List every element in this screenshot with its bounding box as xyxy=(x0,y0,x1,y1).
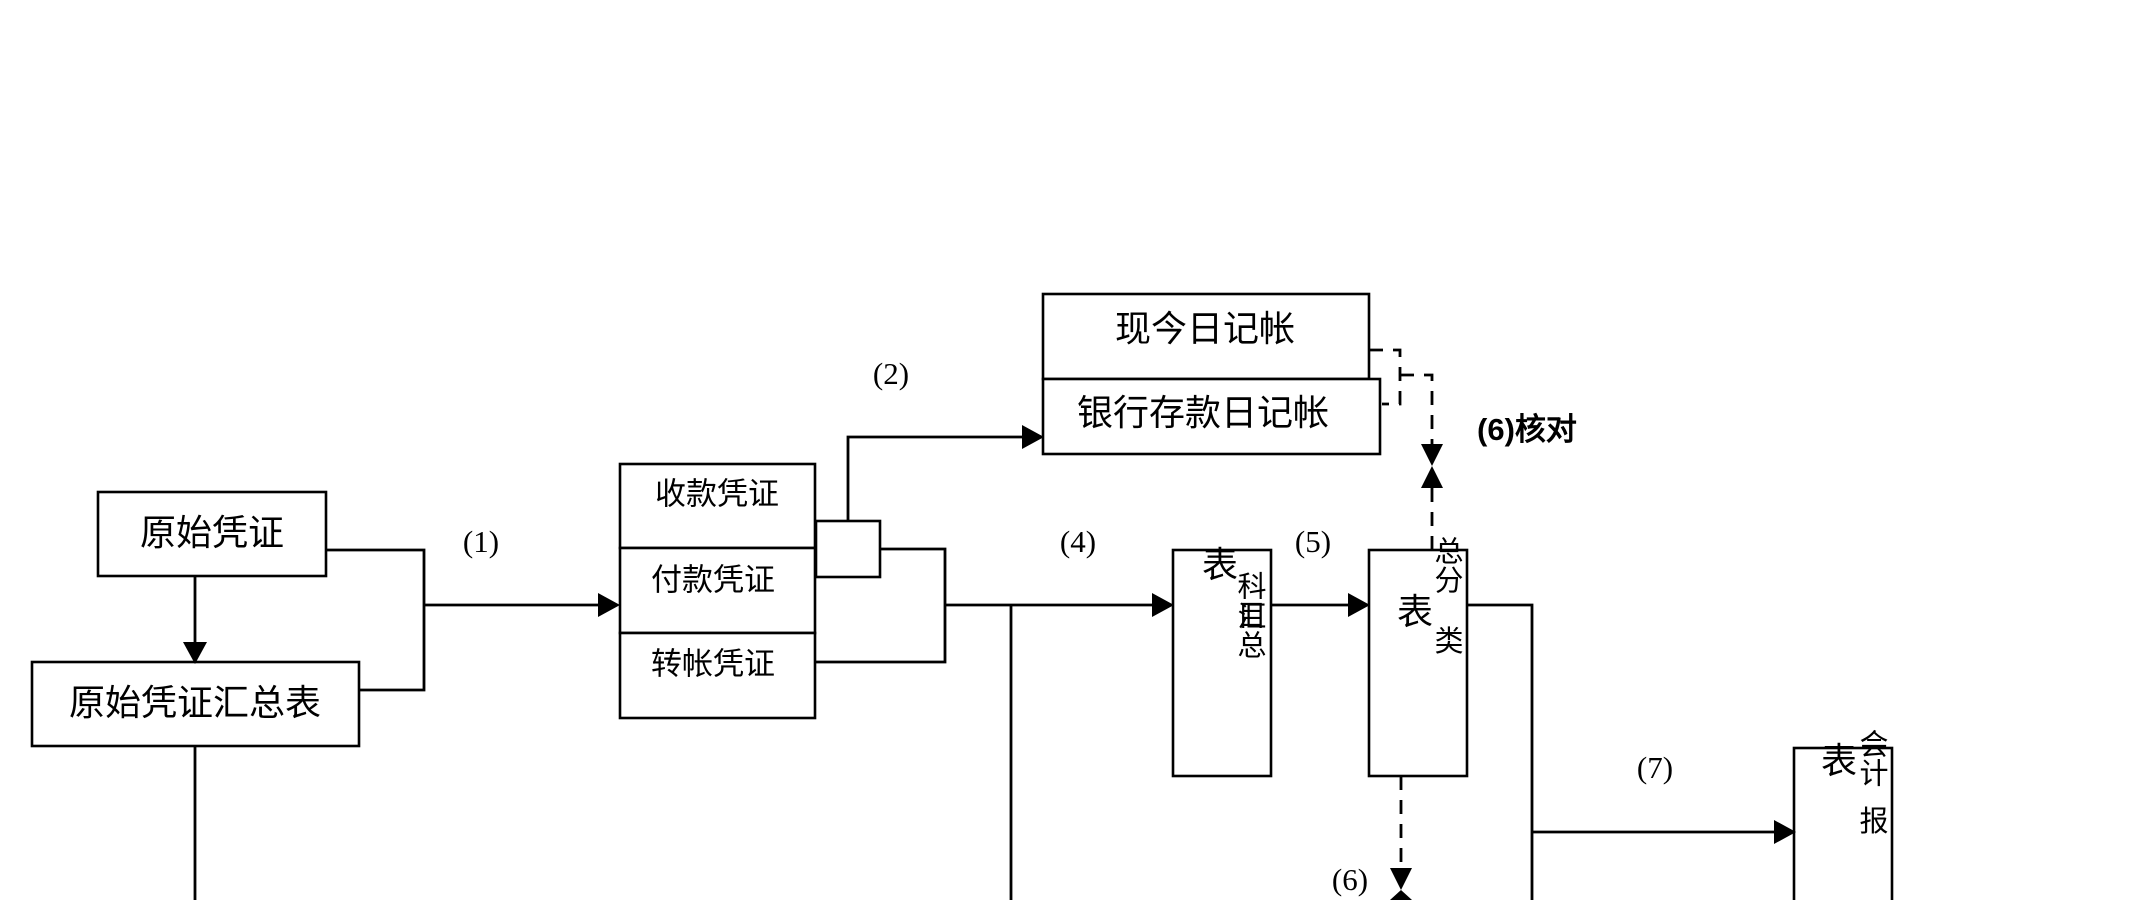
original-voucher-summary-box: 原始凭证汇总表 xyxy=(30,660,361,748)
account-summary-label-2: 科目 xyxy=(1233,571,1267,629)
general-ledger-label-3: 类 xyxy=(1430,625,1464,654)
step7-label: (7) xyxy=(1637,750,1673,785)
step4-label: (4) xyxy=(1060,524,1096,559)
general-ledger-label-2: 表 xyxy=(1397,592,1433,633)
original-voucher-box: 原始凭证 xyxy=(96,490,328,578)
step2-arrow-icon xyxy=(1022,425,1044,449)
step1-arrow-icon xyxy=(598,593,620,617)
account-summary-label-1: 表 xyxy=(1202,545,1238,586)
ledger-down-arrow-icon xyxy=(1390,868,1412,890)
general-ledger-box: 总分 表 类 xyxy=(1367,536,1469,778)
step6-check-label: (6)核对 xyxy=(1477,412,1577,447)
bank-journal-label: 银行存款日记帐 xyxy=(1077,393,1329,434)
step1-bracket xyxy=(326,548,426,692)
ledger-up-arrow-icon xyxy=(1390,890,1412,900)
transfer-voucher-box xyxy=(618,631,817,720)
connector-box xyxy=(814,519,882,579)
accounting-report-label-3: 报 xyxy=(1855,805,1889,834)
payment-voucher-label: 付款凭证 xyxy=(651,563,775,599)
voucher-stack: 收款凭证 付款凭证 转帐凭证 xyxy=(618,462,817,720)
accounting-report-label-1: 表 xyxy=(1821,741,1857,782)
step5-arrow-icon xyxy=(1348,593,1370,617)
original-voucher-label: 原始凭证 xyxy=(140,513,284,554)
bank-journal-box: 银行存款日记帐 xyxy=(1041,377,1382,456)
accounting-report-label-2: 会计 xyxy=(1855,729,1889,787)
step2-line xyxy=(846,435,1022,521)
reconcile-dashed-line xyxy=(1400,373,1434,444)
journal-bracket-dashed xyxy=(1369,348,1402,406)
payment-voucher-box xyxy=(618,546,817,635)
step7-arrow-icon xyxy=(1774,820,1796,844)
reconcile-arrow-up-icon xyxy=(1421,466,1443,488)
ledger-out-line xyxy=(1467,603,1534,900)
account-summary-label-3: 汇总 xyxy=(1233,601,1267,659)
reconcile-arrow-down-icon xyxy=(1421,444,1443,466)
account-summary-box: 表 科目 汇总 xyxy=(1171,545,1273,778)
step2-label: (2) xyxy=(873,356,909,391)
general-ledger-label-1: 总分 xyxy=(1430,536,1464,594)
transfer-voucher-label: 转帐凭证 xyxy=(651,647,775,683)
step6-label: (6) xyxy=(1332,862,1368,897)
accounting-report-box: 表 会计 报 xyxy=(1792,729,1894,900)
original-voucher-summary-label: 原始凭证汇总表 xyxy=(69,683,321,724)
step4-arrow-icon xyxy=(1152,593,1174,617)
cash-journal-label: 现今日记帐 xyxy=(1115,309,1295,350)
down-arrow-icon xyxy=(183,642,207,664)
step1-label: (1) xyxy=(463,524,499,559)
cash-journal-box: 现今日记帐 xyxy=(1041,292,1371,381)
receipt-voucher-label: 收款凭证 xyxy=(655,477,779,513)
step5-label: (5) xyxy=(1295,524,1331,559)
